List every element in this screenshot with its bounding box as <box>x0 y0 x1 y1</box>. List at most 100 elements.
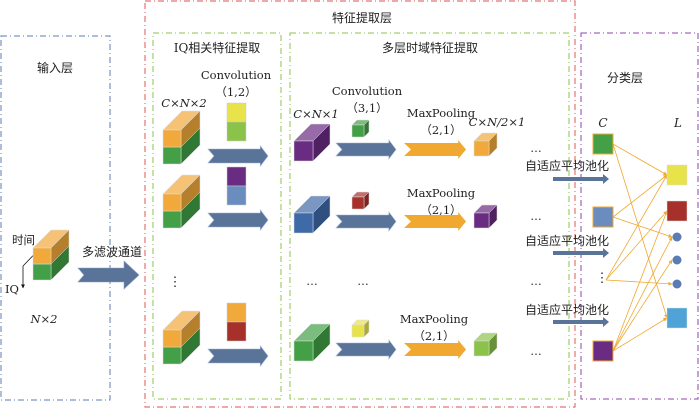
fc-connection <box>605 210 668 281</box>
gap-arrow-1 <box>553 174 609 184</box>
stack-top-layer <box>162 174 201 212</box>
iq-row-2 <box>162 166 269 232</box>
c-node-last <box>592 340 614 362</box>
l-node-2 <box>666 200 688 222</box>
iq-conv-arrow <box>207 344 269 368</box>
l-node-dot-1 <box>672 232 682 242</box>
cube-front <box>162 146 182 165</box>
maxpool-arrow <box>404 212 466 231</box>
temporal-row-1 <box>293 119 498 162</box>
filter-channel-label: 多滤波通道 <box>82 245 142 259</box>
fc-connection <box>612 143 668 319</box>
temporal-block-frame <box>289 32 570 400</box>
fc-connection <box>612 216 673 238</box>
iq-kernel-top <box>226 102 247 123</box>
cube-front <box>32 247 52 265</box>
classify-layer-title: 分类层 <box>607 71 643 85</box>
filter-channel-arrow <box>77 260 140 290</box>
gap-arrow-3 <box>553 317 609 327</box>
cube-front <box>473 340 490 357</box>
ellipsis-mid-2: … <box>357 274 369 288</box>
l-node-last <box>666 307 688 329</box>
iq-shape-label: C×N×2 <box>161 96 206 110</box>
temporal-row-3 <box>293 319 498 362</box>
ellipsis-row2-out: … <box>530 209 542 223</box>
maxpool-arrow <box>404 340 466 359</box>
ellipsis-row1-out: … <box>530 141 542 155</box>
cube-front <box>293 212 314 234</box>
pool-kernel-1: （2,1） <box>420 123 461 137</box>
ellipsis-row3-out: … <box>530 344 542 358</box>
cube-front <box>351 324 365 338</box>
conv-arrow <box>335 139 397 160</box>
input-signal-cube <box>32 229 70 281</box>
cube-front <box>293 340 314 362</box>
iq-input-cube <box>162 174 201 229</box>
classify-layer-frame <box>580 32 699 400</box>
conv-kernel-cube <box>351 119 370 138</box>
cube-front <box>162 193 182 212</box>
pooled-map-cube <box>473 332 498 357</box>
input-shape-label: N×2 <box>29 312 57 326</box>
pooled-map-cube <box>473 132 498 157</box>
stack-top-layer <box>162 310 201 348</box>
cube-front <box>351 196 365 210</box>
classify-ellipsis: ⋮ <box>596 271 609 286</box>
maxpool-arrow <box>404 140 466 159</box>
conv-kernel-cube <box>351 319 370 338</box>
conv-arrow <box>335 339 397 360</box>
pool-kernel-2: （2,1） <box>420 203 461 217</box>
temporal-shape-out-label: C×N/2×1 <box>469 115 526 129</box>
feature-map-cube <box>293 323 331 362</box>
fc-connection <box>612 317 668 352</box>
classify-col-c: C <box>598 116 607 130</box>
iq-input-cube <box>162 310 201 365</box>
iq-conv-arrow <box>207 144 269 168</box>
fc-connection <box>612 259 673 352</box>
temporal-row-2 <box>293 191 498 234</box>
pool-label-3: MaxPooling <box>400 312 469 326</box>
classify-col-l: L <box>673 116 682 130</box>
fc-connection <box>612 236 673 352</box>
iq-row-3 <box>162 302 269 368</box>
l-node-dot-2 <box>672 255 682 265</box>
input-layer-title: 输入层 <box>37 60 73 75</box>
pool-kernel-3: （2,1） <box>413 329 454 343</box>
iq-conv-kernel: （1,2） <box>215 85 256 99</box>
conv-kernel-cube <box>351 191 370 210</box>
gap-label-1: 自适应平均池化 <box>525 158 609 173</box>
l-node-1 <box>666 164 688 186</box>
cube-front <box>473 140 490 157</box>
conv-arrow <box>335 211 397 232</box>
stack-top-layer <box>32 229 70 265</box>
time-axis-label: 时间 <box>12 233 35 247</box>
iq-kernel-bottom <box>226 321 247 342</box>
fc-connection <box>612 210 668 352</box>
temporal-shape-in-label: C×N×1 <box>293 107 338 121</box>
input-layer-frame <box>0 35 111 401</box>
iq-row-1 <box>162 102 269 168</box>
cube-front <box>473 212 490 229</box>
feature-map-cube <box>293 123 331 162</box>
ellipsis-mid-3: … <box>530 274 542 288</box>
iq-kernel-bottom <box>226 185 247 206</box>
fc-connection <box>612 143 668 176</box>
feature-map-cube <box>293 195 331 234</box>
iq-kernel-top <box>226 302 247 323</box>
cube-front <box>162 329 182 348</box>
temporal-block-title: 多层时域特征提取 <box>382 40 478 55</box>
iq-kernel-bottom <box>226 121 247 142</box>
l-node-dot-3 <box>672 279 682 289</box>
cube-front <box>162 210 182 229</box>
temporal-conv-kernel: （3,1） <box>346 101 387 115</box>
iq-ellipsis: ⋮ <box>169 275 182 290</box>
iq-input-cube <box>162 110 201 165</box>
cube-front <box>162 129 182 148</box>
iq-block-title: IQ相关特征提取 <box>174 40 261 55</box>
cube-front <box>162 346 182 365</box>
gap-label-2: 自适应平均池化 <box>525 233 609 248</box>
c-node-2 <box>592 206 614 228</box>
cube-front <box>351 124 365 138</box>
pool-label-2: MaxPooling <box>407 186 476 200</box>
